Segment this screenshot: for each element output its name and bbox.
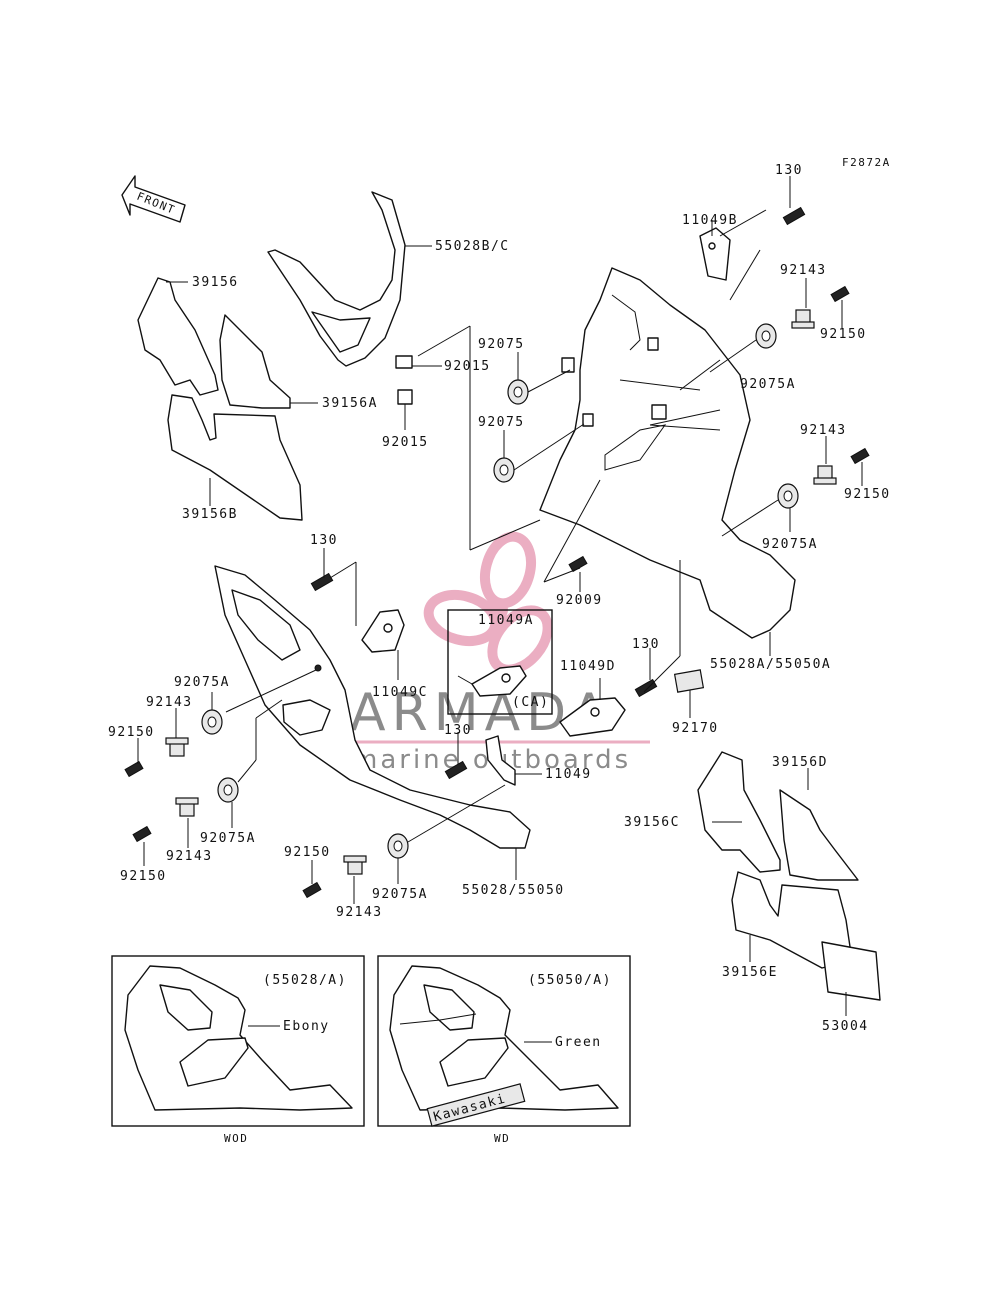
figure-code: F2872A (842, 156, 891, 169)
seal-39156 (137, 277, 219, 396)
lower-fairing-55028 (214, 565, 531, 849)
inset-11049a-ca (447, 609, 553, 715)
variant-color: Green (555, 1035, 602, 1050)
part-label: 130 (632, 637, 660, 652)
variant-color: Ebony (283, 1019, 330, 1034)
part-label: 92009 (556, 593, 603, 608)
seal-39156a (219, 314, 291, 409)
part-label: 39156B (182, 507, 238, 522)
part-label: 39156A (322, 396, 378, 411)
part-label: 92075A (740, 377, 796, 392)
part-label: 92150 (120, 869, 167, 884)
part-label: 92150 (284, 845, 331, 860)
collar-nut-icon (813, 465, 837, 485)
grommet-icon (493, 457, 515, 483)
screw-icon (302, 881, 322, 899)
part-label: 55028/55050 (462, 883, 565, 898)
part-label: 55028B/C (435, 239, 510, 254)
part-label: 39156 (192, 275, 239, 290)
inner-cowl-55028bc (267, 191, 413, 405)
grommet-icon (777, 483, 799, 509)
collar-nut-icon (791, 309, 815, 329)
part-label: 92075A (372, 887, 428, 902)
seal-39156b (167, 394, 303, 521)
variant-code: (55050/A) (528, 973, 612, 988)
part-label: 130 (310, 533, 338, 548)
right-fairing-55028a (539, 267, 796, 639)
part-label: 39156D (772, 755, 828, 770)
part-label: 11049B (682, 213, 738, 228)
bracket-11049 (485, 735, 516, 786)
variant-code: (55028/A) (263, 973, 347, 988)
part-label: 92015 (444, 359, 491, 374)
leader-lines (137, 176, 863, 1016)
part-label: 92075 (478, 337, 525, 352)
part-label: 92143 (780, 263, 827, 278)
part-label: 92143 (146, 695, 193, 710)
part-label: 92075A (762, 537, 818, 552)
part-label: 92075 (478, 415, 525, 430)
screw-icon (124, 760, 144, 778)
bolt-icon (444, 760, 468, 780)
front-arrow-icon: FRONT (121, 175, 186, 223)
part-label: 92150 (844, 487, 891, 502)
part-label: 39156E (722, 965, 778, 980)
part-label: 92075A (174, 675, 230, 690)
part-label: 11049A (478, 613, 534, 628)
grommet-icon (755, 323, 777, 349)
grommet-icon (217, 777, 239, 803)
collar-nut-icon (175, 797, 199, 817)
part-label: 53004 (822, 1019, 869, 1034)
watermark: ARMADA marine outboards (350, 531, 650, 775)
seal-53004 (821, 941, 881, 1001)
part-label: 92170 (672, 721, 719, 736)
part-label: 39156C (624, 815, 680, 830)
part-label: 11049 (545, 767, 592, 782)
clip-nut-icon (673, 669, 705, 693)
screw-icon (830, 285, 850, 303)
seal-39156d (779, 789, 859, 881)
propeller-logo-icon (423, 531, 553, 675)
grommet-icon (201, 709, 223, 735)
variant-model: WD (494, 1132, 510, 1145)
part-label: (CA) (512, 695, 549, 710)
part-label: 92143 (336, 905, 383, 920)
part-labels: 130 11049B 92143 92150 55028B/C 39156 92… (108, 163, 891, 1034)
bolt-icon (310, 572, 334, 592)
part-label: 92143 (166, 849, 213, 864)
variant-box-wod: (55028/A) Ebony WOD (111, 955, 365, 1145)
part-label: 92150 (108, 725, 155, 740)
bolt-icon (782, 206, 806, 226)
grommet-icon (387, 833, 409, 859)
screw-icon (850, 447, 870, 465)
hardware (124, 206, 870, 899)
bracket-11049b (699, 227, 731, 281)
collar-nut-icon (165, 737, 189, 757)
bolt-icon (634, 678, 658, 698)
screw-icon (132, 825, 152, 843)
part-label: 11049D (560, 659, 616, 674)
part-label: 92150 (820, 327, 867, 342)
part-label: 11049C (372, 685, 428, 700)
part-label: 55028A/55050A (710, 657, 831, 672)
variant-model: WOD (224, 1132, 248, 1145)
screw-icon (568, 555, 588, 573)
collar-nut-icon (343, 855, 367, 875)
variant-box-wd: Kawasaki (55050/A) Green WD (377, 955, 631, 1145)
seal-39156c (697, 751, 781, 873)
grommet-icon (507, 379, 529, 405)
part-label: 130 (444, 723, 472, 738)
part-label: 92015 (382, 435, 429, 450)
part-label: 130 (775, 163, 803, 178)
bracket-11049d (559, 697, 626, 737)
part-label: 92143 (800, 423, 847, 438)
part-label: 92075A (200, 831, 256, 846)
bracket-11049c (361, 609, 405, 653)
